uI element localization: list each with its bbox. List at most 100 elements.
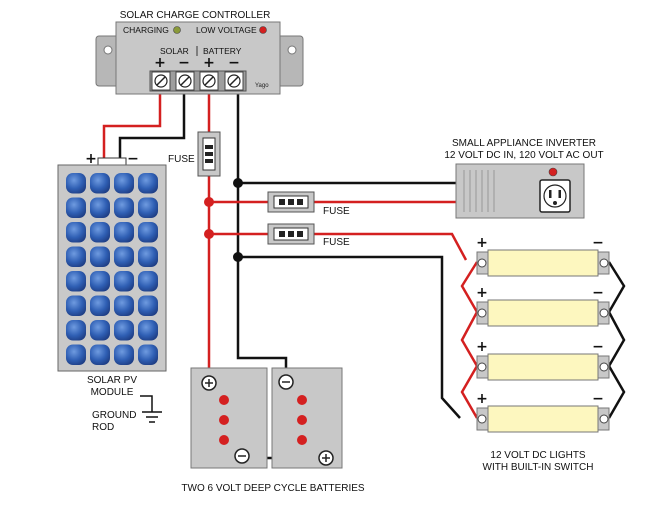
screw-terminal-icon [224, 71, 244, 91]
pv-cell-face [114, 295, 134, 316]
controller-fuse-label: FUSE [168, 154, 195, 165]
light-minus-sign: − [592, 285, 604, 301]
screw-terminal-icon [175, 71, 195, 91]
cell-cap-icon [297, 435, 307, 445]
charging-led-icon [173, 26, 181, 34]
pv-cell-face [90, 173, 110, 194]
cell-cap-icon [297, 395, 307, 405]
junction-dot [233, 252, 243, 262]
mounting-hole-icon [103, 45, 113, 55]
pv-plus-sign: + [85, 151, 97, 167]
junction-dot [204, 197, 214, 207]
pv-cell-face [90, 344, 110, 365]
pv-cell-face [138, 295, 158, 316]
pv-label-line2: MODULE [91, 387, 134, 398]
junction-dot [204, 229, 214, 239]
ground-label-line1: GROUND [92, 410, 136, 421]
pv-cell-face [66, 295, 86, 316]
battery-minus-sign: − [228, 55, 240, 71]
junction-dot [233, 178, 243, 188]
mounting-hole-icon [287, 45, 297, 55]
pv-cell-face [66, 271, 86, 292]
ground-rod: GROUND ROD [92, 410, 162, 433]
pv-junction-box [97, 157, 127, 166]
wire-pv-negative [118, 88, 186, 160]
pv-cell-face [66, 197, 86, 218]
lights-fuse-label: FUSE [323, 237, 350, 248]
pv-cell-face [90, 320, 110, 341]
pv-cell-face [114, 246, 134, 267]
controller-brand: Yago [255, 83, 269, 89]
light-fixture: + − [476, 235, 610, 277]
pv-cell-face [138, 173, 158, 194]
pv-cell-face [90, 246, 110, 267]
pv-cell-face [138, 320, 158, 341]
pv-cell-face [114, 173, 134, 194]
inverter: SMALL APPLIANCE INVERTER 12 VOLT DC IN, … [444, 138, 604, 219]
pv-cell-face [138, 246, 158, 267]
light-fixture: + − [476, 339, 610, 381]
light-minus-sign: − [592, 235, 604, 251]
pv-cell-face [66, 246, 86, 267]
low-voltage-label: LOW VOLTAGE [196, 25, 257, 35]
pv-cell-face [66, 320, 86, 341]
charging-label: CHARGING [123, 25, 169, 35]
battery-left [190, 367, 268, 469]
solar-minus-sign: − [178, 55, 190, 71]
pv-cell-face [138, 344, 158, 365]
vent-slots-icon [463, 170, 495, 212]
controller-title: SOLAR CHARGE CONTROLLER [120, 10, 271, 21]
wire-lights-left-positive [460, 261, 479, 419]
lights-fuse: FUSE [267, 223, 350, 248]
ac-outlet-icon [539, 179, 571, 213]
pv-cell-face [138, 271, 158, 292]
pv-cell-face [90, 197, 110, 218]
pv-cell-face [114, 271, 134, 292]
wire-pv-positive [102, 88, 162, 160]
pv-cell-grid [64, 171, 160, 367]
batteries: TWO 6 VOLT DEEP CYCLE BATTERIES [181, 367, 365, 494]
inverter-fuse: FUSE [267, 191, 350, 217]
pv-cell-face [138, 222, 158, 243]
solar-pv-module: + − SOLAR PV MODULE [57, 151, 167, 398]
ground-symbol-icon [142, 411, 162, 423]
pv-cell-face [90, 271, 110, 292]
ground-label-line2: ROD [92, 422, 114, 433]
pv-minus-sign: − [127, 151, 139, 167]
pv-cell-face [114, 222, 134, 243]
light-plus-sign: + [476, 285, 488, 301]
light-plus-sign: + [476, 339, 488, 355]
battery-negative-terminal-icon [234, 448, 250, 464]
cell-cap-icon [219, 415, 229, 425]
charge-controller: SOLAR CHARGE CONTROLLER CHARGING LOW VOL… [95, 10, 304, 95]
light-minus-sign: − [592, 339, 604, 355]
wire-lights-positive [209, 232, 468, 261]
inverter-power-led-icon [548, 167, 558, 177]
pv-cell-face [114, 320, 134, 341]
battery-positive-terminal-icon [201, 375, 217, 391]
solar-terminal-label: SOLAR [160, 46, 189, 56]
cell-cap-icon [297, 415, 307, 425]
inverter-subtitle: 12 VOLT DC IN, 120 VOLT AC OUT [444, 150, 603, 161]
batteries-label: TWO 6 VOLT DEEP CYCLE BATTERIES [181, 483, 365, 494]
inverter-title: SMALL APPLIANCE INVERTER [452, 138, 596, 149]
inverter-fuse-label: FUSE [323, 206, 350, 217]
cell-cap-icon [219, 435, 229, 445]
junctions [204, 178, 243, 262]
light-plus-sign: + [476, 391, 488, 407]
battery-plus-sign: + [203, 55, 215, 71]
pv-cell-face [66, 222, 86, 243]
pv-cell-face [90, 222, 110, 243]
wire-lights-right-negative [607, 261, 626, 419]
light-plus-sign: + [476, 235, 488, 251]
battery-right [271, 367, 343, 469]
battery-negative-terminal-icon [278, 374, 294, 390]
battery-positive-terminal-icon [318, 450, 334, 466]
light-minus-sign: − [592, 391, 604, 407]
lights-label-line1: 12 VOLT DC LIGHTS [490, 450, 586, 461]
dc-lights: + − + − + − + − 12 VOLT DC LIGHTS [476, 235, 610, 473]
pv-cell-face [114, 344, 134, 365]
controller-fuse: FUSE [168, 131, 221, 177]
wire-lights-negative [238, 255, 461, 419]
